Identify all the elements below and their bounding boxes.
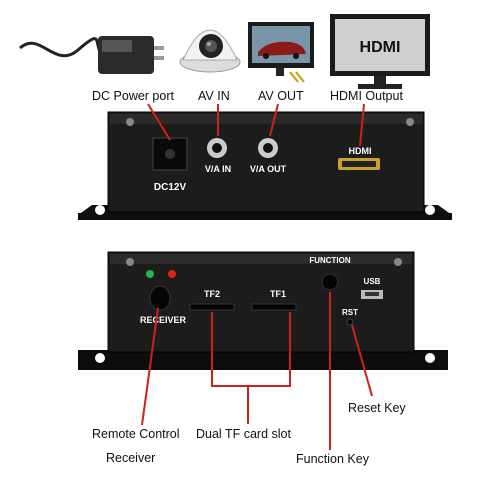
callout-av-out: AV OUT [258,89,304,103]
va-in-label: V/A IN [205,164,231,174]
function-label: FUNCTION [309,256,351,265]
hdmi-display-screen [335,19,425,71]
function-key-button [321,273,339,291]
receiver-label: RECEIVER [140,315,187,325]
usb-label: USB [364,277,381,286]
tf2-label: TF2 [204,289,220,299]
car-monitor-icon [248,22,314,83]
rst-label: RST [342,308,358,317]
front-callout-lines [147,103,365,147]
callout-reset-key: Reset Key [348,401,406,415]
back-panel-device: RECEIVER TF2 TF1 FUNCTION USB RST [78,251,448,370]
callout-function-key: Function Key [296,452,369,466]
callout-dc-power-port: DC Power port [92,89,174,103]
callout-hdmi-output: HDMI Output [330,89,403,103]
power-adapter-icon [18,36,164,74]
ir-receiver [149,285,171,311]
tf1-slot [251,303,297,311]
back-callout-lines [141,292,373,450]
va-out-label: V/A OUT [250,164,287,174]
hdmi-display-icon: HDMI [330,14,430,89]
reset-key-hole [346,318,354,326]
led-green [146,270,154,278]
callout-dual-tf-card-slot: Dual TF card slot [196,427,291,441]
front-panel-device: DC12V V/A IN V/A OUT HDMI [78,111,452,220]
hdmi-screen-text: HDMI [360,39,401,56]
hdmi-port-label: HDMI [349,146,372,156]
callout-av-in: AV IN [198,89,230,103]
dc-port-label: DC12V [154,182,187,193]
dome-camera-icon [179,29,241,73]
callout-remote-control-line2: Receiver [106,451,156,465]
led-red [168,270,176,278]
tf2-slot [189,303,235,311]
callout-remote-control-line1: Remote Control [92,427,180,441]
tf1-label: TF1 [270,289,286,299]
